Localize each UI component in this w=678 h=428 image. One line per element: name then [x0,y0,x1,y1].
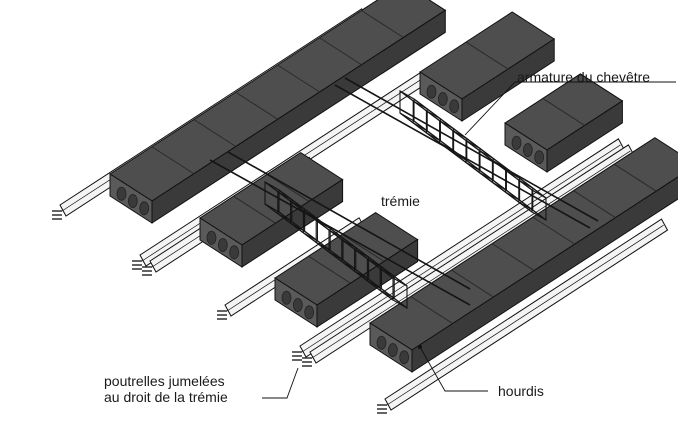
block-cell-1-2 [127,194,138,208]
cage-back-stirrup-5 [465,139,481,172]
edge-rebar-3 [227,151,471,290]
block-joint-6-6 [613,163,657,192]
cage-back [399,90,547,221]
cage-front-stirrup-5 [328,229,344,261]
label-hourdis: hourdis [498,383,544,399]
block-cell-2-1 [206,230,217,245]
block-joint-5-1 [542,98,585,126]
cage-back-stirrup-2 [425,109,441,142]
block-joint-1-2 [193,119,237,147]
label-armature-chevetre: armature du chevêtre [517,69,651,85]
hollow-blocks-layer [109,0,678,373]
cage-back-stirrup-0 [399,90,415,122]
block-joint-1-4 [277,64,320,93]
block-cell-3-1 [426,84,437,99]
leader-poutrelles [262,367,299,399]
block-joint-2-1 [233,195,276,224]
block-cell-3-3 [449,99,460,114]
block-cell-2-2 [217,238,228,252]
block-joint-3-1 [465,41,509,70]
block-cell-1-3 [139,201,150,216]
label-poutrelles: poutrelles jumelées au droit de la trémi… [104,373,228,405]
block-cell-4-3 [304,305,315,320]
joist-edge-6 [311,150,631,359]
cage-front-stirrup-1 [277,190,293,223]
cage-back-stirrup-8 [505,169,521,202]
leader-hourdis-dot [418,345,422,349]
block-joint-6-1 [410,296,453,324]
block-joint-1-3 [235,91,278,120]
cage-front [264,181,408,309]
block-cell-4-1 [281,290,292,305]
cage-front-stirrup-2 [290,200,306,233]
joist-edge-5 [301,144,621,353]
edge-rebar-4 [344,77,599,222]
block-joint-1-5 [319,37,362,66]
block-joint-4-2 [341,233,385,262]
block-joint-4-1 [308,255,351,284]
block-cell-3-2 [437,92,448,106]
block-joint-1-6 [361,10,404,38]
block-joint-6-3 [491,243,535,272]
block-cell-1-1 [116,186,127,201]
block-cell-5-2 [522,143,533,157]
block-joint-6-2 [451,269,494,298]
block-joint-6-4 [532,216,576,245]
block-joint-6-5 [573,190,616,219]
label-tremie: trémie [381,193,420,209]
leader-hourdis [419,346,488,392]
cage-back-stirrup-4 [452,129,468,162]
edge-rebar-2 [334,84,591,229]
cage-back-stirrup-6 [478,149,494,182]
cage-front-stirrup-8 [366,257,382,290]
block-cell-6-3 [399,350,410,365]
cage-front-stirrup-6 [341,238,357,271]
block-cell-6-1 [376,335,387,350]
block-cell-4-2 [292,298,303,312]
block-joint-1-1 [151,146,195,175]
cage-front-stirrup-10 [392,277,408,309]
cage-back-stirrup-7 [491,159,507,192]
joist-edge-7 [386,224,664,406]
block-cell-6-2 [387,343,398,357]
cage-front-stirrup-4 [315,219,331,252]
block-cell-2-3 [229,245,240,260]
cage-front-stirrup-3 [302,209,318,242]
cage-front-stirrup-0 [264,181,280,213]
block-cell-5-3 [534,150,545,165]
edge-rebar-1 [209,159,471,306]
label-poutrelles-line1: poutrelles jumelées [104,373,225,389]
trimmer-rebar-cages [209,77,599,309]
cage-back-stirrup-10 [531,189,547,221]
cage-back-stirrup-1 [412,99,428,132]
cage-front-stirrup-9 [379,267,395,300]
cage-front-stirrup-7 [354,248,370,281]
label-poutrelles-line2: au droit de la trémie [104,389,228,405]
block-cell-5-1 [511,135,522,150]
leader-armature [464,81,676,136]
leader-lines [262,81,676,399]
